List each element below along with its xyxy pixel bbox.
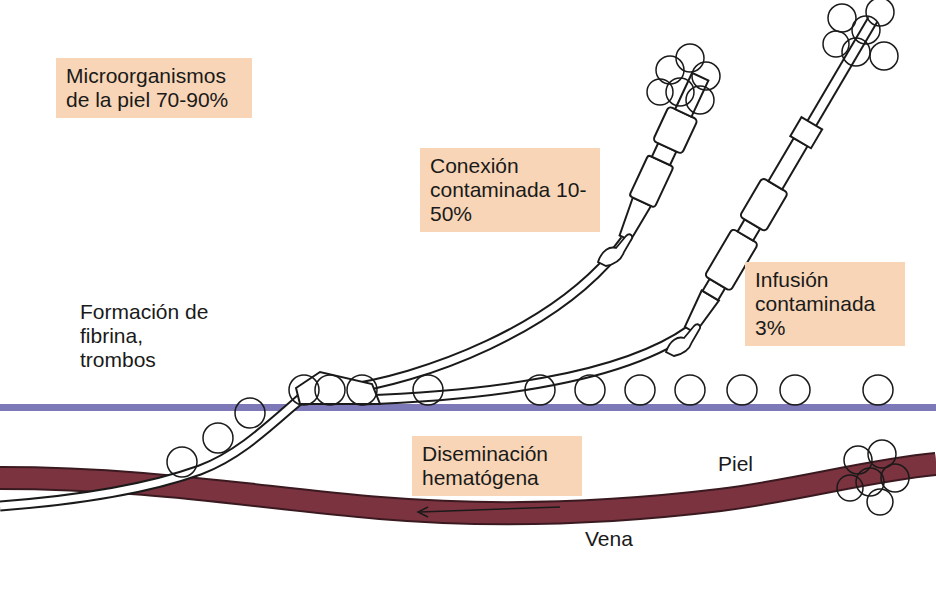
label-box: Microorganismos de la piel 70-90% [56, 58, 252, 118]
tube-lumen [340, 240, 625, 390]
catheter-lumen [0, 395, 305, 506]
label-box: Infusión contaminada 3% [745, 262, 905, 346]
box-text: Conexión contaminada 10-50% [430, 154, 590, 226]
flow-arrow-head [418, 507, 428, 517]
label-box: Conexión contaminada 10-50% [420, 148, 600, 232]
box-text: Microorganismos de la piel 70-90% [66, 64, 242, 112]
annotation-label: Vena [582, 527, 636, 551]
catheter [0, 395, 305, 506]
connector [610, 70, 714, 245]
annotation-label: Formación de fibrina, trombos [80, 300, 210, 372]
hand [598, 234, 632, 266]
microorganisms [167, 0, 909, 515]
annotation-label: Piel [718, 452, 778, 476]
catheter-hub [296, 372, 380, 404]
tube [340, 240, 625, 390]
hand [666, 324, 700, 356]
label-box: Diseminación hematógena [412, 436, 582, 496]
box-text: Diseminación hematógena [422, 442, 572, 490]
box-text: Infusión contaminada 3% [755, 268, 895, 340]
flow-arrow [420, 507, 560, 512]
